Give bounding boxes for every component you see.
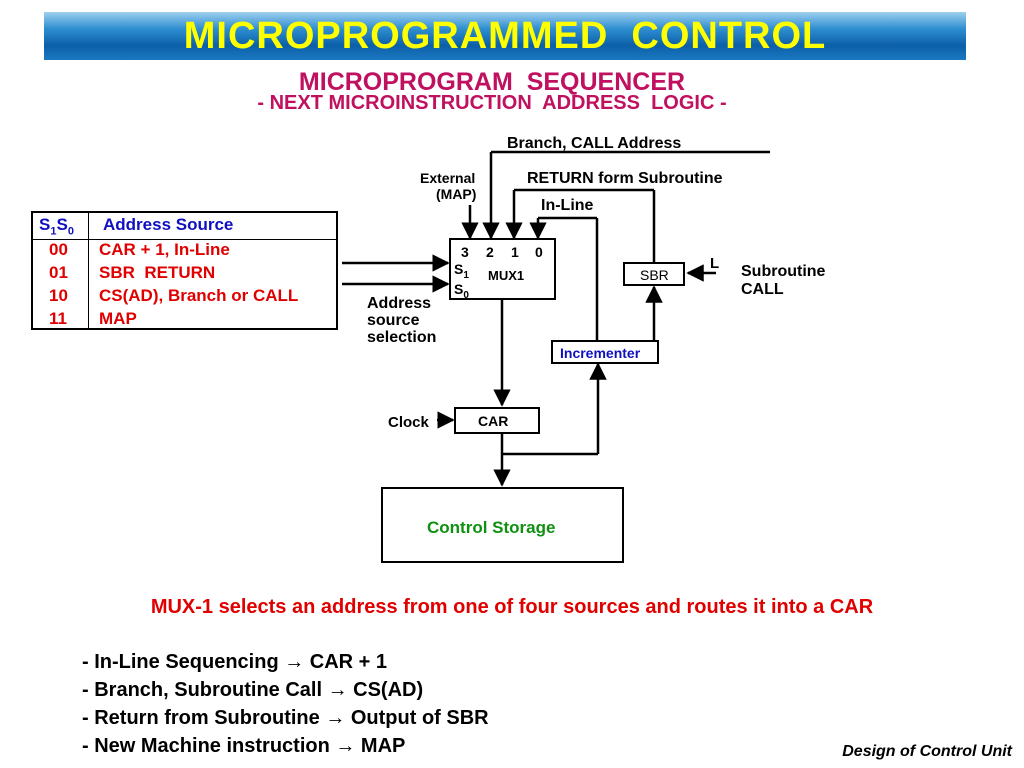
incrementer-box: Incrementer (551, 340, 659, 364)
mux-input-1: 1 (511, 244, 519, 260)
label-return-from-subroutine: RETURN form Subroutine (527, 170, 723, 187)
bullet-item: - New Machine instruction → MAP (82, 735, 406, 757)
address-source-table: S1S0 Address Source 00 CAR + 1, In-Line … (31, 211, 338, 330)
mux-name: MUX1 (488, 268, 525, 283)
sbr-label: SBR (640, 267, 669, 283)
label-l: L (710, 255, 720, 272)
bullet-item: - Return from Subroutine → Output of SBR (82, 707, 489, 729)
table-column-divider (88, 213, 89, 328)
label-map: (MAP) (436, 186, 477, 202)
title-banner: MICROPROGRAMMED CONTROL (44, 12, 966, 60)
mux-select-s0: S0 (454, 281, 469, 301)
control-storage-box: Control Storage (381, 487, 624, 563)
label-external: External (420, 170, 476, 186)
subtitle-sequencer: MICROPROGRAM SEQUENCER (298, 68, 686, 96)
bullet-item: - In-Line Sequencing → CAR + 1 (82, 651, 388, 673)
table-row-code: 00 (49, 240, 68, 259)
mux-input-0: 0 (535, 244, 543, 260)
footer-text: Design of Control Unit (842, 743, 1012, 760)
label-in-line: In-Line (541, 197, 594, 214)
mux-input-3: 3 (461, 244, 469, 260)
subtitle-next-address-logic: - NEXT MICROINSTRUCTION ADDRESS LOGIC - (257, 92, 727, 114)
car-box: CAR (454, 407, 540, 434)
sbr-box: SBR (623, 262, 685, 286)
table-row-source: MAP (99, 309, 137, 328)
table-row-source: CAR + 1, In-Line (99, 240, 230, 259)
table-row-code: 11 (49, 309, 67, 328)
car-label: CAR (478, 413, 509, 429)
page-title: MICROPROGRAMMED CONTROL (183, 14, 827, 57)
table-header-s1s0: S1S0 (39, 215, 74, 238)
table-header-address-source: Address Source (103, 215, 234, 234)
mux1-box: 3 2 1 0 S1 S0 MUX1 (449, 238, 556, 301)
table-header-divider (33, 239, 336, 240)
bullet-item: - Branch, Subroutine Call → CS(AD) (82, 679, 424, 701)
table-row-code: 01 (49, 263, 68, 282)
label-subroutine-call: Subroutine CALL (741, 263, 826, 298)
mux-input-2: 2 (486, 244, 494, 260)
label-branch-call-address: Branch, CALL Address (507, 135, 682, 152)
mux-caption: MUX-1 selects an address from one of fou… (150, 596, 874, 618)
incrementer-label: Incrementer (560, 345, 641, 361)
label-clock: Clock (388, 414, 429, 431)
table-row-source: CS(AD), Branch or CALL (99, 286, 299, 305)
label-address-source-selection: Address source selection (367, 295, 437, 346)
control-storage-label: Control Storage (427, 518, 556, 537)
table-row-source: SBR RETURN (99, 263, 216, 282)
mux-select-s1: S1 (454, 261, 469, 281)
table-row-code: 10 (49, 286, 68, 305)
